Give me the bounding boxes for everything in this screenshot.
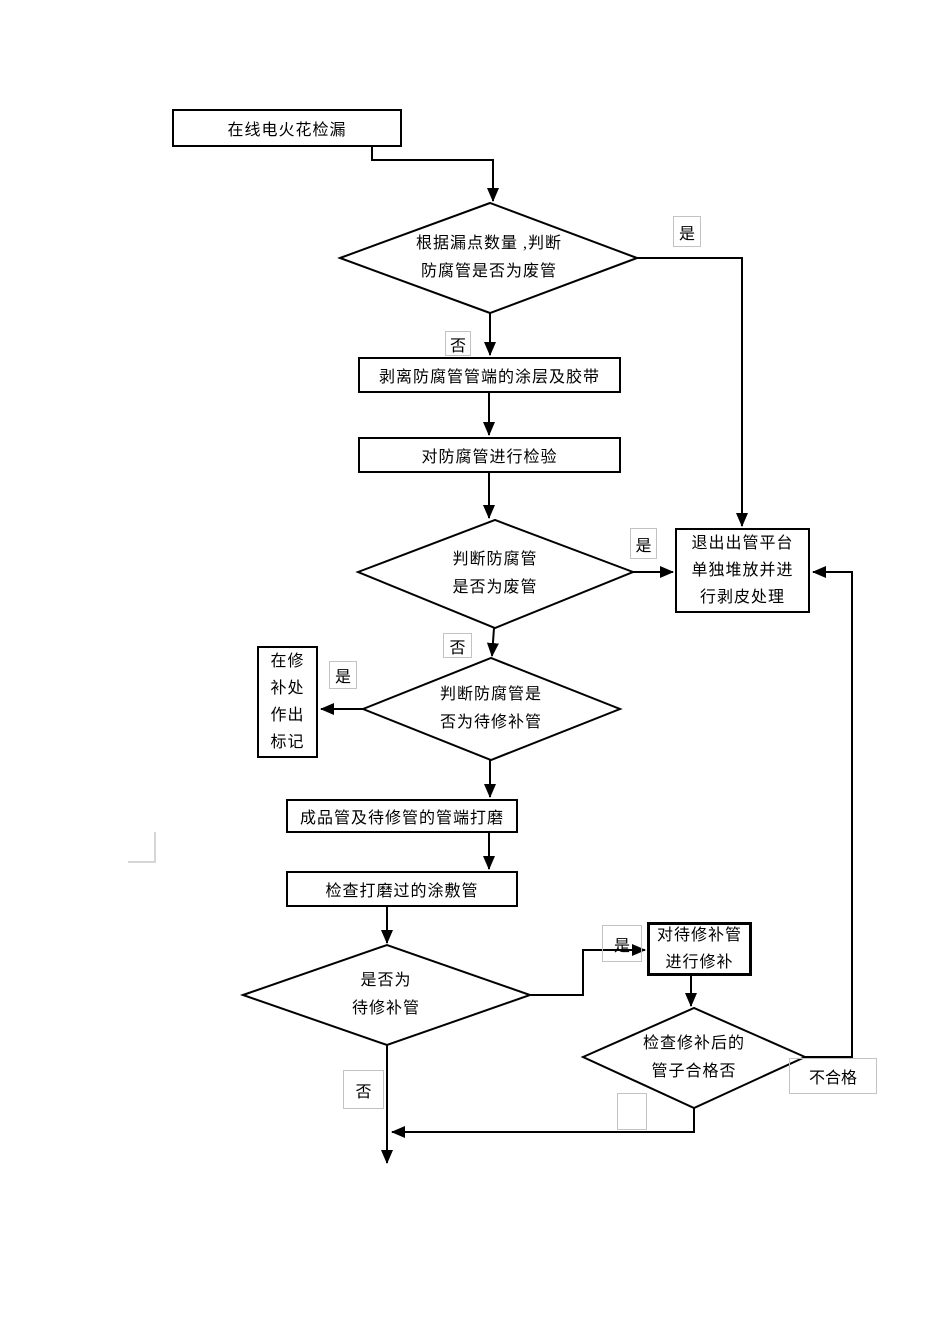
process-check-grind-box: 检查打磨过的涂敷管 xyxy=(286,871,518,907)
process-exit-platform-box: 退出出管平台 单独堆放并进 行剥皮处理 xyxy=(675,528,810,613)
decision-repair-ok-diamond xyxy=(580,1006,808,1110)
decision-is-waste-diamond xyxy=(355,518,636,630)
connector-d2-no-to-d3 xyxy=(486,627,499,657)
label-empty-box xyxy=(617,1093,647,1130)
process-repair-line1: 对待修补管 xyxy=(656,927,742,944)
process-mark-box: 在修 补处 作出 标记 xyxy=(257,646,318,758)
process-grind-box: 成品管及待修管的管端打磨 xyxy=(286,799,518,833)
process-exit-platform-line1: 退出出管平台 xyxy=(691,535,794,552)
process-grind-label: 成品管及待修管的管端打磨 xyxy=(299,810,504,827)
connector-d4-yes-to-repair xyxy=(530,944,646,996)
process-exit-platform-line2: 单独堆放并进 xyxy=(691,562,794,579)
label-yes-1: 是 xyxy=(673,216,701,247)
label-not-qualified: 不合格 xyxy=(789,1058,877,1094)
process-mark-line3: 作出 xyxy=(270,707,305,724)
process-inspect-box: 对防腐管进行检验 xyxy=(358,437,621,473)
corner-mark xyxy=(128,832,156,863)
process-strip-label: 剥离防腐管管端的涂层及胶带 xyxy=(378,369,600,386)
connector-d1-yes-to-exit xyxy=(637,257,748,527)
flow-start-label: 在线电火花检漏 xyxy=(227,122,347,139)
label-no-3: 否 xyxy=(343,1070,384,1109)
label-yes-3: 是 xyxy=(329,661,357,689)
decision-is-repair-pipe-diamond xyxy=(239,943,534,1047)
decision-leak-count-diamond xyxy=(337,201,640,315)
process-repair-box: 对待修补管 进行修补 xyxy=(647,922,752,976)
label-no-2: 否 xyxy=(443,633,472,658)
process-mark-line1: 在修 xyxy=(270,653,305,670)
label-yes-2: 是 xyxy=(630,528,657,559)
process-inspect-label: 对防腐管进行检验 xyxy=(421,449,558,466)
process-strip-box: 剥离防腐管管端的涂层及胶带 xyxy=(358,357,621,393)
label-yes-4: 是 xyxy=(602,925,642,962)
label-no-1: 否 xyxy=(445,331,471,356)
process-exit-platform-line3: 行剥皮处理 xyxy=(699,589,785,606)
connector-d5-notok-to-exit xyxy=(805,566,853,1058)
process-repair-line2: 进行修补 xyxy=(665,954,734,971)
connector-d5-ok-to-main xyxy=(391,1108,695,1138)
flow-start-box: 在线电火花检漏 xyxy=(172,109,402,147)
connector-start-to-d1 xyxy=(371,147,499,202)
decision-needs-repair-diamond xyxy=(360,656,623,762)
process-mark-line2: 补处 xyxy=(270,680,305,697)
process-mark-line4: 标记 xyxy=(270,734,305,751)
process-check-grind-label: 检查打磨过的涂敷管 xyxy=(325,883,479,900)
